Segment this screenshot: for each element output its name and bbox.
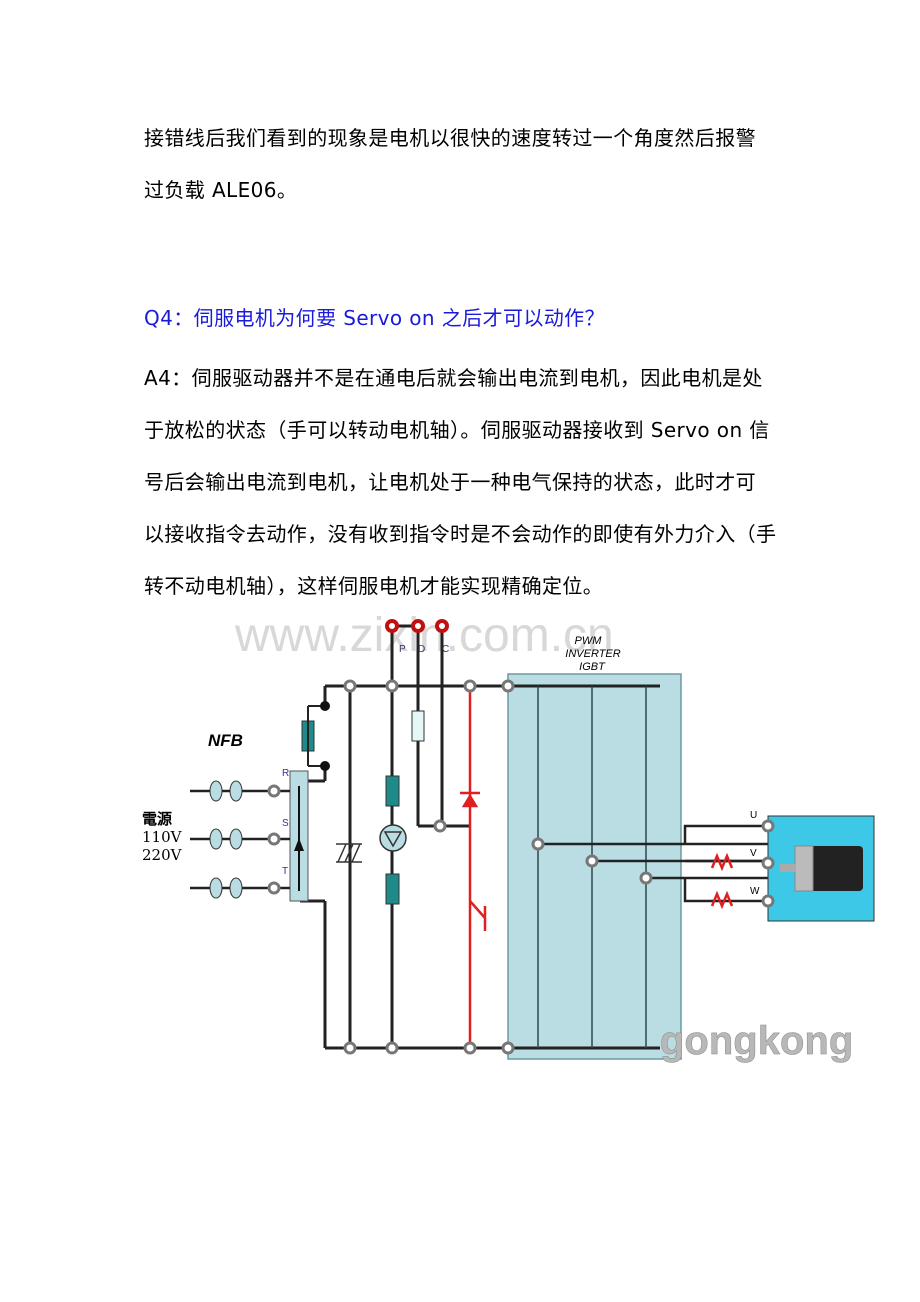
nfb-label: NFB (208, 731, 243, 750)
power-label-110v: 110V (142, 828, 183, 846)
terminal-d: D (418, 644, 425, 655)
inverter-label-igbt: IGBT (579, 661, 606, 673)
phase-out-v: V (750, 848, 757, 859)
output-nodes (531, 837, 653, 885)
brake-resistor (411, 710, 425, 742)
phase-out-u: U (750, 810, 757, 821)
answer-a4: A4：伺服驱动器并不是在通电后就会输出电流到电机，因此电机是处 于放松的状态（手… (144, 352, 784, 612)
paragraph-wiring-error: 接错线后我们看到的现象是电机以很快的速度转过一个角度然后报警 过负载 ALE06… (144, 112, 784, 216)
text-line: 号后会输出电流到电机，让电机处于一种电气保持的状态，此时才可 (144, 470, 756, 494)
text-line: 过负载 ALE06。 (144, 178, 298, 202)
terminal-p: P (399, 644, 406, 655)
text-line: 接错线后我们看到的现象是电机以很快的速度转过一个角度然后报警 (144, 126, 756, 150)
inverter-label-pwm: PWM (575, 635, 603, 647)
noise-waveform (710, 890, 734, 910)
question-text: Q4：伺服电机为何要 Servo on 之后才可以动作？ (144, 306, 605, 330)
motor-icon (780, 845, 863, 892)
power-label: 電源 (142, 810, 172, 828)
power-label-220v: 220V (142, 846, 183, 864)
servo-drive-circuit-diagram: www.zixin.com.cn PWM INVERTER IGBT (140, 606, 880, 1076)
pdc-terminals (385, 619, 449, 633)
terminals (267, 679, 515, 1055)
terminal-c: C (442, 644, 449, 655)
resistor-lower (385, 873, 400, 905)
text-line: 于放松的状态（手可以转动电机轴）。伺服驱动器接收到 Servo on 信 (144, 418, 770, 442)
phase-out-w: W (750, 886, 760, 897)
resistor-upper (385, 775, 400, 807)
phase-in-s: S (282, 818, 289, 829)
phase-in-t: T (282, 866, 288, 877)
question-q4: Q4：伺服电机为何要 Servo on 之后才可以动作？ (144, 292, 784, 344)
watermark-top: www.zixin.com.cn (234, 609, 614, 662)
noise-waveform (710, 852, 734, 872)
text-line: A4：伺服驱动器并不是在通电后就会输出电流到电机，因此电机是处 (144, 366, 763, 390)
phase-in-r: R (282, 768, 289, 779)
text-line: 以接收指令去动作，没有收到指令时是不会动作的即使有外力介入（手 (144, 522, 777, 546)
watermark-bottom: gongkong (660, 1019, 853, 1063)
inverter-label-inverter: INVERTER (565, 648, 620, 660)
text-line: 转不动电机轴），这样伺服电机才能实现精确定位。 (144, 574, 604, 598)
capacitor-icon (336, 843, 362, 863)
braking-transistor-path (460, 686, 487, 1048)
breaker-contacts (209, 780, 243, 899)
